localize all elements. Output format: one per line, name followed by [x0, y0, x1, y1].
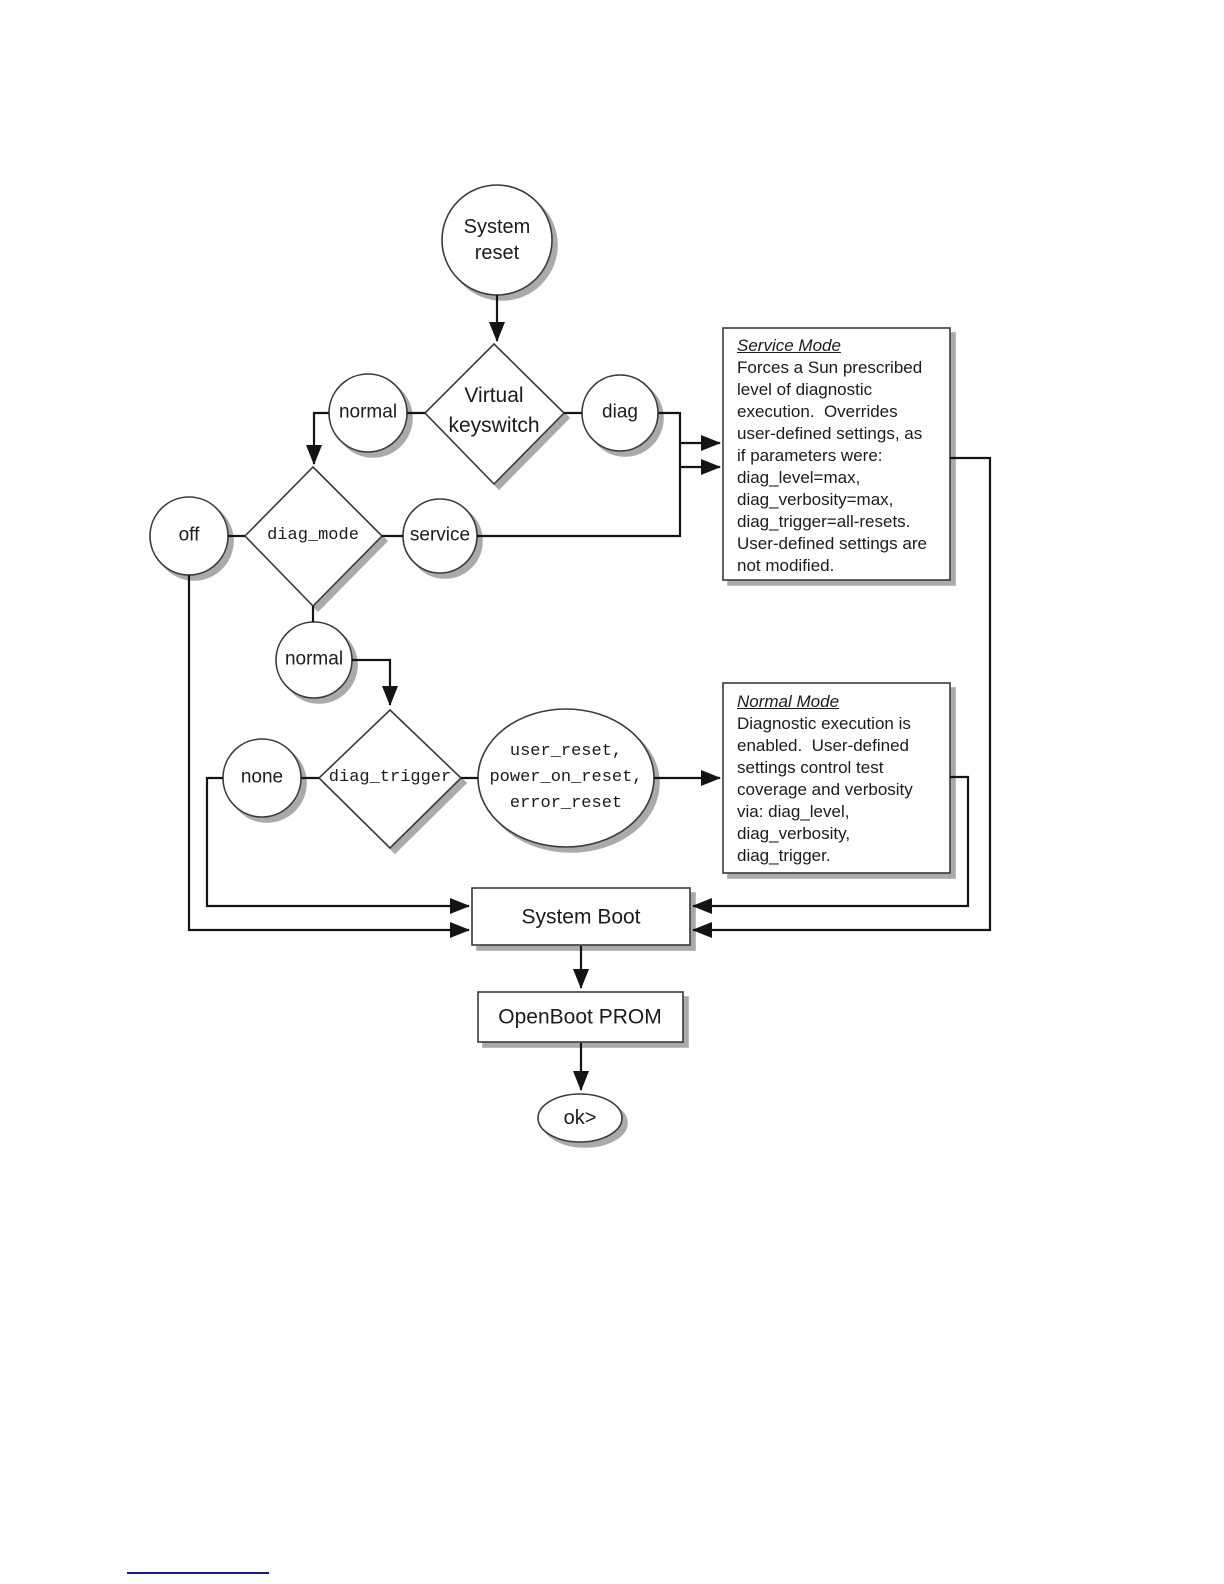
- service-label: service: [409, 524, 471, 546]
- normal-mode-body: Diagnostic execution is enabled. User-de…: [737, 714, 913, 865]
- edge-none-to-systemboot: [205, 776, 470, 914]
- off-label: off: [178, 524, 200, 546]
- node-virtual-keyswitch: [423, 342, 566, 486]
- normal-lower-label: normal: [284, 648, 344, 670]
- system-boot-label: System Boot: [521, 905, 641, 929]
- virtual-keyswitch-label: Virtual keyswitch: [448, 384, 540, 437]
- reset-events-label: user_reset, power_on_reset, error_reset: [489, 742, 643, 813]
- node-diag-trigger: [317, 708, 463, 850]
- system-reset-label: System reset: [463, 216, 531, 264]
- edge-normal-to-diagmode: [306, 411, 329, 465]
- callout-box-service-mode: [722, 327, 951, 581]
- service-mode-body: Forces a Sun prescribed level of diagnos…: [737, 358, 927, 575]
- normal-top-label: normal: [338, 401, 398, 423]
- edge-normal2-to-diagtrigger: [352, 658, 398, 706]
- edge-servicebox-to-systemboot: [692, 456, 992, 938]
- node-ok-prompt: [537, 1093, 623, 1143]
- edge-off-to-systemboot: [187, 575, 470, 938]
- service-mode-callout: Service Mode Forces a Sun prescribed lev…: [737, 335, 941, 577]
- normal-mode-heading: Normal Mode: [737, 692, 840, 711]
- edge-diag-down: [658, 411, 682, 467]
- none-label: none: [240, 766, 284, 788]
- callout-box-normal-mode: [722, 682, 951, 874]
- service-mode-heading: Service Mode: [737, 336, 841, 355]
- diag-mode-label: diag_mode: [267, 525, 359, 545]
- diag-label: diag: [602, 401, 638, 423]
- footer-link-rule: [127, 1572, 269, 1574]
- diag-trigger-label: diag_trigger: [328, 767, 452, 787]
- ok-prompt-label: ok>: [563, 1107, 597, 1129]
- edge-service-to-servicebox: [477, 459, 721, 538]
- normal-mode-callout: Normal Mode Diagnostic execution is enab…: [737, 691, 941, 867]
- node-openboot-prom: [477, 991, 684, 1043]
- openboot-prom-label: OpenBoot PROM: [498, 1005, 662, 1029]
- edge-normalbox-to-systemboot: [692, 775, 970, 914]
- node-system-boot: [471, 887, 691, 946]
